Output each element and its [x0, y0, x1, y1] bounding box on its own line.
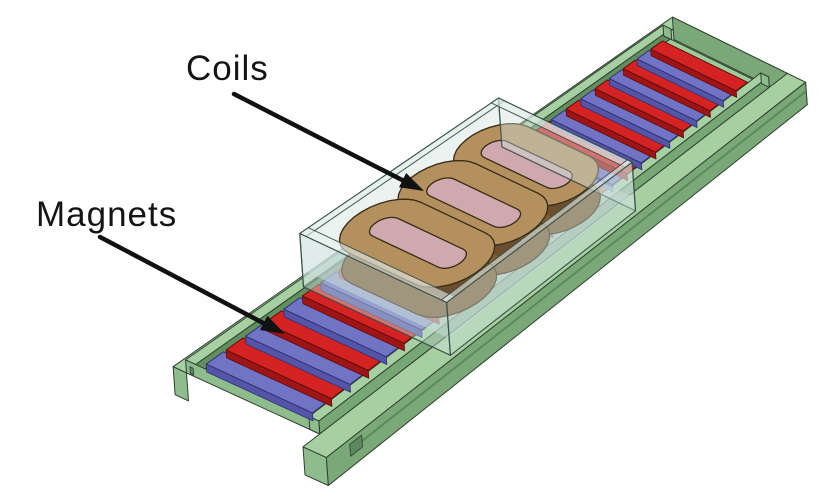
coils-label: Coils	[186, 49, 269, 88]
magnets-label: Magnets	[36, 195, 177, 234]
housing-near-rim	[441, 159, 633, 303]
near-margin-end-face	[302, 446, 329, 486]
side-notch	[349, 434, 363, 457]
coils-arrow	[231, 91, 424, 191]
coil-slot	[426, 178, 521, 228]
coil-slot-edge	[426, 177, 521, 228]
far-rail-far-end-face	[662, 24, 673, 41]
coil-slot	[481, 140, 573, 189]
coil-housing-front-walls	[299, 97, 637, 356]
coil-slot-edge	[480, 140, 573, 189]
magnets-arrow	[97, 234, 285, 334]
annotations: Coils Magnets	[36, 49, 424, 334]
far-margin-end-face	[172, 366, 189, 402]
magnet-red	[650, 40, 748, 92]
end-notch-left	[189, 366, 195, 376]
coil-slot-edge	[369, 217, 467, 269]
coil-slot	[369, 217, 467, 269]
near-rail-end-cap	[308, 416, 321, 435]
